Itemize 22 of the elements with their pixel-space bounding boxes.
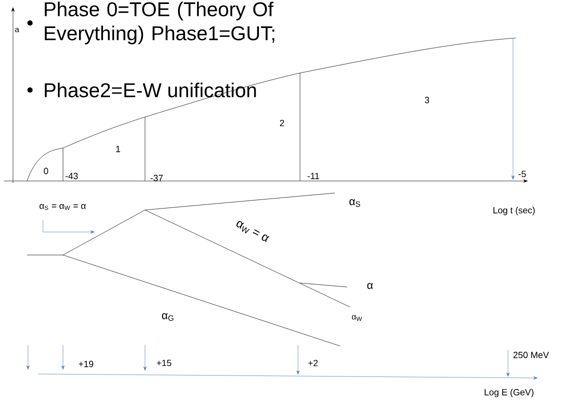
tick-label: -5 bbox=[518, 170, 526, 178]
curve-label: α$_{W}$ bbox=[352, 315, 362, 321]
tick-label: -37 bbox=[150, 174, 163, 182]
tick-label: -43 bbox=[66, 172, 78, 180]
curve-label: α$_{S}$ bbox=[349, 199, 360, 207]
region-number: 2 bbox=[280, 120, 284, 126]
curve-label: α bbox=[367, 282, 373, 289]
curve-label: α$_{W}$ = α bbox=[236, 221, 270, 242]
energy-label: 250 MeV bbox=[513, 352, 549, 358]
bullet-text: Phase 0=TOE (Theory Of Everything) Phase1=GUT; bbox=[44, 2, 274, 44]
tick-label: +19 bbox=[78, 360, 94, 368]
tick-label: +2 bbox=[308, 360, 318, 366]
region-number: 1 bbox=[116, 146, 120, 152]
curve-label: α$_{G}$ bbox=[162, 313, 174, 321]
tick-label: -11 bbox=[308, 172, 320, 180]
tick-label: +15 bbox=[156, 360, 172, 366]
region-number: 3 bbox=[424, 96, 430, 104]
axis-label: a bbox=[15, 28, 20, 32]
region-number: 0 bbox=[44, 168, 48, 174]
formula-label: α$_{S}$ = α$_{W}$ = α bbox=[40, 204, 86, 210]
axis-label: Log E (GeV) bbox=[484, 388, 534, 398]
axis-label: Log t (sec) bbox=[493, 206, 535, 216]
